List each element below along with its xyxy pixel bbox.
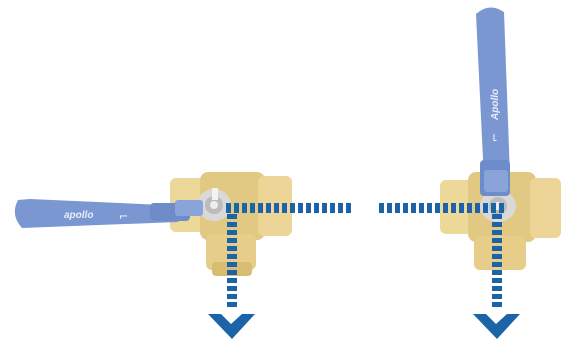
flow-dash <box>274 203 279 213</box>
flow-dash <box>492 294 502 299</box>
flow-dash <box>227 254 237 259</box>
flow-dash <box>266 203 271 213</box>
flow-dash <box>379 203 384 213</box>
flow-dash <box>227 222 237 227</box>
flow-dash <box>346 203 351 213</box>
flow-dash <box>282 203 287 213</box>
flow-dash <box>492 238 502 243</box>
flow-dash <box>227 286 237 291</box>
flow-dash <box>227 262 237 267</box>
flow-dash <box>499 203 504 213</box>
left-valve: apollo ⌐ <box>15 172 292 276</box>
flow-dash <box>227 294 237 299</box>
flow-dash <box>411 203 416 213</box>
flow-dash <box>492 278 502 283</box>
flow-dash <box>227 302 237 307</box>
flow-dash <box>227 270 237 275</box>
flow-dash <box>492 262 502 267</box>
right-handle-mark-icon: ⌐ <box>488 133 501 142</box>
flow-dash <box>306 203 311 213</box>
flow-dash <box>492 214 502 219</box>
right-valve-handle: Apollo ⌐ <box>476 7 510 196</box>
flow-dash <box>330 203 335 213</box>
flow-dash <box>227 278 237 283</box>
flow-dash <box>483 203 488 213</box>
flow-dash <box>419 203 424 213</box>
flow-dash <box>492 222 502 227</box>
flow-dash <box>338 203 343 213</box>
flow-dash <box>459 203 464 213</box>
flow-dash <box>234 203 239 213</box>
flow-dash <box>226 203 231 213</box>
left-handle-mark-icon: ⌐ <box>119 210 128 223</box>
flow-dash <box>258 203 263 213</box>
flow-dash <box>491 203 496 213</box>
flow-dash <box>492 254 502 259</box>
flow-dash <box>387 203 392 213</box>
flow-dash <box>492 270 502 275</box>
flow-dash <box>290 203 295 213</box>
flow-dash <box>227 230 237 235</box>
left-handle-text: apollo <box>64 210 93 221</box>
flow-dash <box>298 203 303 213</box>
flow-dash <box>492 246 502 251</box>
flow-dash <box>250 203 255 213</box>
flow-dash <box>492 286 502 291</box>
arrow-head-left-icon <box>208 314 255 339</box>
flow-dash <box>227 246 237 251</box>
arrow-head-right-icon <box>473 314 520 339</box>
flow-dash <box>451 203 456 213</box>
flow-dash <box>475 203 480 213</box>
right-handle-text: Apollo <box>490 89 501 121</box>
flow-dash <box>227 238 237 243</box>
flow-dash <box>227 214 237 219</box>
flow-dash <box>467 203 472 213</box>
flow-dash <box>322 203 327 213</box>
flow-dash <box>395 203 400 213</box>
flow-dash <box>314 203 319 213</box>
flow-dash <box>403 203 408 213</box>
flow-dash <box>443 203 448 213</box>
flow-dash <box>435 203 440 213</box>
flow-dash <box>492 302 502 307</box>
flow-dash <box>492 230 502 235</box>
flow-dash <box>427 203 432 213</box>
flow-dash <box>242 203 247 213</box>
